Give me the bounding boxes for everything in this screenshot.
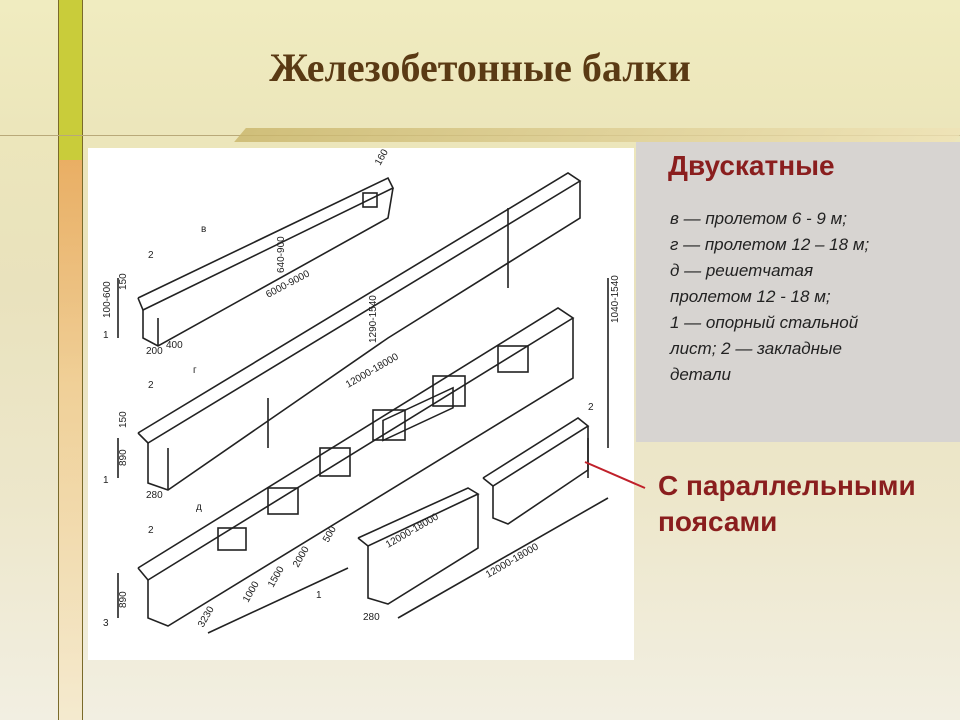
label-n1-b: 1 bbox=[103, 475, 109, 486]
description-line: в — пролетом 6 - 9 м; bbox=[670, 209, 847, 228]
dim-100-600: 100-600 bbox=[102, 281, 113, 318]
dim-400: 400 bbox=[166, 340, 183, 351]
subtitle-gable: Двускатные bbox=[668, 150, 835, 181]
label-n1-c: 1 bbox=[316, 590, 322, 601]
label-g: г bbox=[193, 365, 197, 376]
description-text: в — пролетом 6 - 9 м; г — пролетом 12 – … bbox=[670, 206, 940, 388]
label-n2-b: 2 bbox=[148, 380, 154, 391]
label-v: в bbox=[201, 224, 206, 235]
slide-title: Железобетонные балки bbox=[269, 45, 691, 90]
dim-640-900: 640-900 bbox=[276, 236, 287, 273]
description-line: пролетом 12 - 18 м; bbox=[670, 287, 831, 306]
dim-150: 150 bbox=[118, 273, 129, 290]
description-line: 1 — опорный стальной bbox=[670, 313, 859, 332]
description-line: лист; 2 — закладные bbox=[670, 339, 843, 358]
parallel-chords-label: С параллельными поясами bbox=[658, 468, 916, 540]
beam-drawing: в г д 2 2 2 1 1 3 1 2 100-600 150 160 20… bbox=[88, 147, 634, 660]
dim-280: 280 bbox=[146, 490, 163, 501]
parallel-label-line: С параллельными bbox=[658, 470, 916, 501]
parallel-label-line: поясами bbox=[658, 506, 778, 537]
label-n3: 3 bbox=[103, 618, 109, 629]
description-line: д — решетчатая bbox=[670, 261, 814, 280]
label-n2-d: 2 bbox=[588, 402, 594, 413]
label-n2-c: 2 bbox=[148, 525, 154, 536]
decorative-line bbox=[82, 0, 83, 720]
decorative-stripe bbox=[58, 0, 82, 160]
dim-280b: 280 bbox=[363, 612, 380, 623]
decorative-stripe-lower bbox=[58, 160, 82, 720]
description-line: детали bbox=[670, 365, 731, 384]
description-line: г — пролетом 12 – 18 м; bbox=[670, 235, 870, 254]
dim-890: 890 bbox=[118, 449, 129, 466]
text-panel bbox=[636, 142, 960, 442]
label-d: д bbox=[196, 502, 202, 513]
label-n1-a: 1 bbox=[103, 330, 109, 341]
dim-1290-1540: 1290-1540 bbox=[368, 295, 379, 343]
beam-drawing-svg: в г д 2 2 2 1 1 3 1 2 100-600 150 160 20… bbox=[102, 147, 621, 634]
dim-200: 200 bbox=[146, 346, 163, 357]
dim-890b: 890 bbox=[118, 591, 129, 608]
label-n2-a: 2 bbox=[148, 250, 154, 261]
dim-150b: 150 bbox=[118, 411, 129, 428]
dim-1040-1540: 1040-1540 bbox=[610, 275, 621, 323]
decorative-line bbox=[58, 0, 59, 720]
